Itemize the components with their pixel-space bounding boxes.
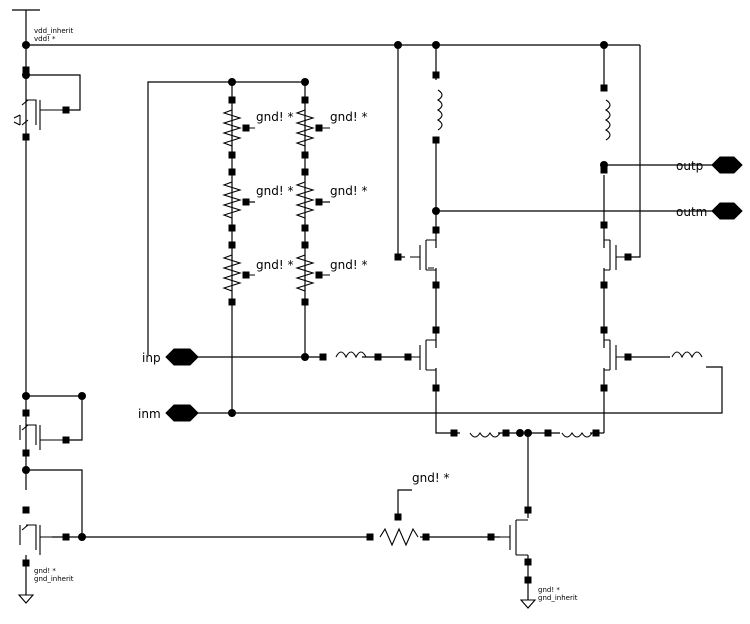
gnd-label-left-inherit: gnd_inherit: [34, 575, 74, 583]
terminal-square: [301, 151, 309, 159]
terminal-square: [228, 224, 236, 232]
vdd-label-inherit: vdd_inherit: [34, 27, 73, 35]
junction-dot: [22, 41, 30, 49]
resistor-gnd-label-4: gnd! *: [330, 110, 367, 124]
terminal-square: [624, 353, 632, 361]
terminal-square: [432, 136, 440, 144]
junction-dot: [432, 207, 440, 215]
junction-dot: [228, 409, 236, 417]
terminal-square: [404, 353, 412, 361]
junction-dot: [228, 78, 236, 86]
junction-dot: [301, 353, 309, 361]
connectors: [22, 41, 632, 584]
terminal-square: [432, 281, 440, 289]
inp-pin-shape[interactable]: [165, 348, 199, 366]
inm-pin-shape[interactable]: [165, 404, 199, 422]
terminal-square: [22, 559, 30, 567]
junction-dot: [78, 533, 86, 541]
terminal-square: [366, 533, 374, 541]
terminal-square: [487, 533, 495, 541]
junction-dot: [22, 466, 30, 474]
outm-pin-shape[interactable]: [711, 202, 743, 220]
terminal-square: [544, 429, 552, 437]
pin-label-outm: outm: [676, 205, 707, 219]
terminal-square: [502, 429, 510, 437]
terminal-square: [432, 226, 440, 234]
vdd-label-net: vdd! *: [34, 35, 56, 43]
resistor-gnd-label-5: gnd! *: [330, 184, 367, 198]
wires: [12, 9, 725, 600]
terminal-square: [432, 384, 440, 392]
terminal-square: [422, 533, 430, 541]
junction-dot: [524, 429, 532, 437]
junction-dot: [22, 392, 30, 400]
terminal-square: [228, 168, 236, 176]
junction-dot: [78, 392, 86, 400]
terminal-square: [432, 71, 440, 79]
terminal-square: [394, 253, 402, 261]
outp-pin-shape[interactable]: [711, 156, 743, 174]
terminal-square: [22, 449, 30, 457]
pin-label-outp: outp: [676, 159, 703, 173]
pins-layer: [165, 156, 743, 422]
terminal-square: [524, 576, 532, 584]
junction-dot: [432, 41, 440, 49]
terminal-square: [228, 151, 236, 159]
terminal-square: [62, 436, 70, 444]
labels-layer: vdd_inherit vdd! * gnd! * gnd_inherit gn…: [34, 27, 707, 602]
terminal-square: [600, 281, 608, 289]
bias-gnd-label: gnd! *: [412, 471, 449, 485]
terminal-square: [228, 298, 236, 306]
terminal-square: [228, 241, 236, 249]
gnd-label-left-net: gnd! *: [34, 567, 56, 575]
resistor-gnd-label-2: gnd! *: [256, 184, 293, 198]
terminal-square: [242, 124, 250, 132]
terminal-square: [301, 298, 309, 306]
junction-dot: [394, 41, 402, 49]
terminal-square: [600, 221, 608, 229]
resistor-gnd-label-1: gnd! *: [256, 110, 293, 124]
terminal-square: [301, 168, 309, 176]
terminal-square: [600, 384, 608, 392]
terminal-square: [600, 166, 608, 174]
pin-label-inm: inm: [138, 407, 161, 421]
gnd-label-mid-inherit: gnd_inherit: [538, 594, 578, 602]
terminal-square: [315, 124, 323, 132]
junction-dot: [516, 429, 524, 437]
terminal-square: [394, 513, 402, 521]
terminal-square: [319, 353, 327, 361]
terminal-square: [22, 66, 30, 74]
terminal-square: [301, 96, 309, 104]
terminal-square: [315, 271, 323, 279]
resistor-gnd-label-3: gnd! *: [256, 258, 293, 272]
terminal-square: [315, 198, 323, 206]
terminal-square: [22, 133, 30, 141]
terminal-square: [450, 429, 458, 437]
terminal-square: [301, 241, 309, 249]
terminal-square: [600, 84, 608, 92]
terminal-square: [524, 558, 532, 566]
terminal-square: [242, 271, 250, 279]
components: [13, 89, 703, 609]
terminal-square: [62, 533, 70, 541]
gnd-label-mid-net: gnd! *: [538, 586, 560, 594]
terminal-square: [432, 326, 440, 334]
terminal-square: [374, 353, 382, 361]
terminal-square: [22, 409, 30, 417]
terminal-square: [524, 506, 532, 514]
terminal-square: [592, 429, 600, 437]
pin-label-inp: inp: [142, 351, 161, 365]
terminal-square: [301, 224, 309, 232]
terminal-square: [600, 326, 608, 334]
terminal-square: [22, 506, 30, 514]
terminal-square: [242, 198, 250, 206]
terminal-square: [62, 106, 70, 114]
terminal-square: [228, 96, 236, 104]
junction-dot: [301, 78, 309, 86]
junction-dot: [600, 41, 608, 49]
resistor-gnd-label-6: gnd! *: [330, 258, 367, 272]
terminal-square: [624, 253, 632, 261]
